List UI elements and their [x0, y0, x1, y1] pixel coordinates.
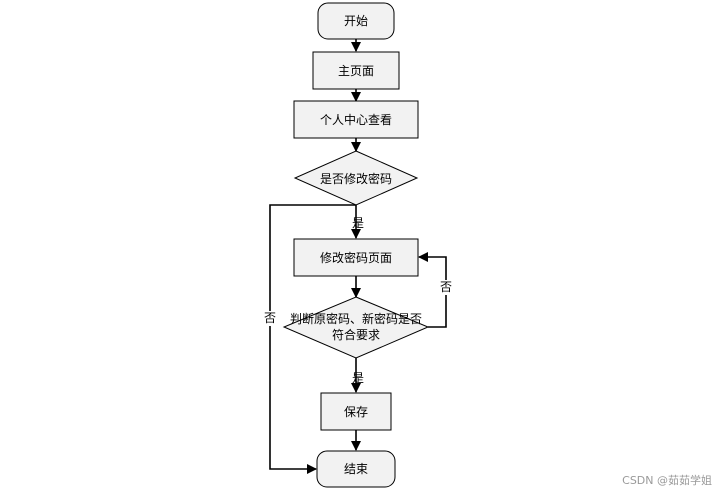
decision-check-diamond — [282, 296, 430, 359]
watermark: CSDN @茹茹学姐 — [622, 474, 712, 487]
node-home: 主页面 — [312, 51, 400, 90]
node-start: 开始 — [317, 2, 395, 40]
decision-check-label-line2: 符合要求 — [332, 327, 380, 342]
profile-label: 个人中心查看 — [320, 112, 392, 127]
end-label: 结束 — [344, 462, 368, 476]
edge-label-modify-yes: 是 — [352, 216, 364, 230]
node-modify-page: 修改密码页面 — [293, 238, 419, 277]
edge-label-modify-no-bg — [263, 311, 277, 326]
edge-label-check-no: 否 — [440, 280, 452, 294]
node-save: 保存 — [320, 392, 392, 431]
save-label: 保存 — [344, 405, 368, 419]
edge-label-check-yes: 是 — [352, 371, 364, 385]
modify-page-box — [293, 238, 419, 277]
decision-modify-diamond — [293, 150, 419, 206]
save-box — [320, 392, 392, 431]
end-terminal — [316, 450, 396, 488]
node-decision-check: 判断原密码、新密码是否 符合要求 — [282, 296, 430, 359]
home-label: 主页面 — [338, 64, 374, 78]
home-box — [312, 51, 400, 90]
start-terminal — [317, 2, 395, 40]
edge-label-check-no-bg — [439, 280, 453, 295]
edge-label-modify-no-text: 否 — [264, 311, 276, 325]
edge-decision-modify-no — [269, 204, 356, 474]
modify-page-label: 修改密码页面 — [320, 250, 392, 265]
node-profile: 个人中心查看 — [293, 100, 419, 139]
decision-check-label-line1: 判断原密码、新密码是否 — [290, 311, 422, 326]
node-end: 结束 — [316, 450, 396, 488]
profile-box — [293, 100, 419, 139]
decision-modify-label: 是否修改密码 — [320, 171, 392, 186]
node-decision-modify: 是否修改密码 — [293, 150, 419, 206]
start-label: 开始 — [344, 14, 368, 28]
